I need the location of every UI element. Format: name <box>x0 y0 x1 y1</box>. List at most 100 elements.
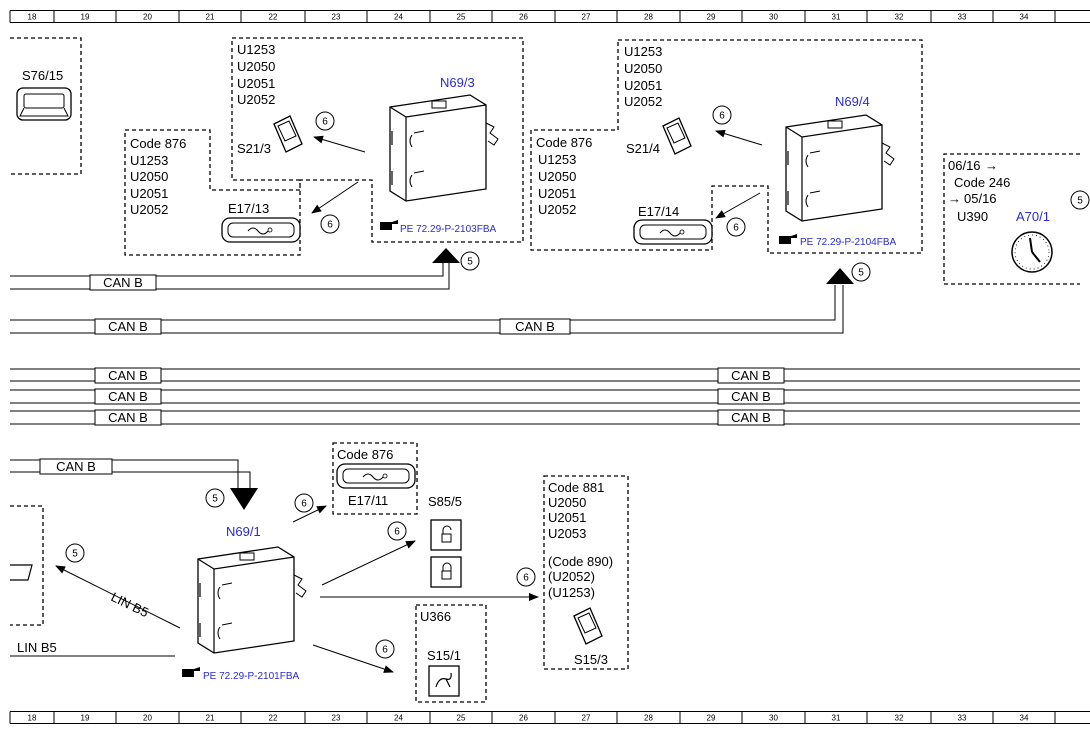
svg-text:E17/11: E17/11 <box>348 493 388 508</box>
svg-text:CAN B: CAN B <box>103 275 143 290</box>
svg-text:6: 6 <box>394 527 400 538</box>
ruler-number: 26 <box>519 714 528 723</box>
svg-text:U1253: U1253 <box>538 152 576 167</box>
box-middle-upper: U1253 U2050 U2051 U2052 S21/4 Code 876 U… <box>530 39 923 254</box>
pointing-hand-icon <box>182 667 200 677</box>
svg-text:S15/3: S15/3 <box>574 652 608 667</box>
callout-circle: 5 <box>851 262 871 282</box>
ruler-number: 26 <box>519 13 528 22</box>
can-label: CAN B <box>499 318 571 335</box>
svg-text:Code 881: Code 881 <box>548 480 604 495</box>
svg-text:U2051: U2051 <box>624 78 662 93</box>
box-left-upper: U1253 U2050 U2051 U2052 S21/3 Code 876 U… <box>124 37 524 256</box>
ruler-number: 28 <box>644 13 653 22</box>
svg-text:6: 6 <box>719 111 725 122</box>
svg-text:→: → <box>985 158 998 173</box>
svg-text:5: 5 <box>212 494 218 505</box>
svg-text:U2053: U2053 <box>548 526 586 541</box>
ruler-number: 22 <box>269 714 278 723</box>
ruler-number: 29 <box>707 13 716 22</box>
svg-text:U2051: U2051 <box>130 186 168 201</box>
ruler-number: 25 <box>457 13 466 22</box>
can-bus-lines <box>10 248 1080 510</box>
can-label: CAN B <box>94 367 162 384</box>
lamp-e17-11 <box>336 463 416 489</box>
svg-text:U2052: U2052 <box>130 202 168 217</box>
svg-text:U1253: U1253 <box>624 44 662 59</box>
switch-s76-15: S76/15 <box>10 37 82 175</box>
ruler-number: 18 <box>28 13 37 22</box>
svg-text:5: 5 <box>467 257 473 268</box>
svg-text:6: 6 <box>327 220 333 231</box>
ruler-number: 27 <box>582 13 591 22</box>
pointing-hand-icon <box>779 234 797 244</box>
svg-text:CAN B: CAN B <box>108 389 148 404</box>
svg-text:U2050: U2050 <box>624 61 662 76</box>
ruler-number: 20 <box>143 714 152 723</box>
svg-text:PE 72.29-P-2103FBA: PE 72.29-P-2103FBA <box>400 224 496 235</box>
ruler-number: 27 <box>582 714 591 723</box>
svg-text:U2050: U2050 <box>237 59 275 74</box>
ruler-number: 23 <box>332 13 341 22</box>
can-label: CAN B <box>717 409 785 426</box>
svg-text:6: 6 <box>301 499 307 510</box>
svg-text:E17/13: E17/13 <box>228 201 269 216</box>
svg-text:S85/5: S85/5 <box>428 494 462 509</box>
switch-s85-5: S85/5 <box>428 494 462 588</box>
callout-circle: 6 <box>320 214 340 234</box>
svg-text:6: 6 <box>523 573 529 584</box>
svg-text:U2051: U2051 <box>548 510 586 525</box>
can-label: CAN B <box>89 274 157 291</box>
svg-text:U2052: U2052 <box>237 92 275 107</box>
ruler-number: 19 <box>81 13 90 22</box>
svg-text:U2051: U2051 <box>237 76 275 91</box>
svg-text:U390: U390 <box>957 209 988 224</box>
svg-text:(U1253): (U1253) <box>548 585 595 600</box>
svg-text:(Code 890): (Code 890) <box>548 554 613 569</box>
callout-circle: 5 <box>65 543 85 563</box>
key-switch-s21-3 <box>273 115 303 153</box>
svg-text:Code 246: Code 246 <box>954 175 1010 190</box>
svg-text:S15/1: S15/1 <box>427 648 461 663</box>
svg-text:U2052: U2052 <box>624 94 662 109</box>
svg-text:CAN B: CAN B <box>108 368 148 383</box>
label-n69-1: N69/1 <box>226 524 261 539</box>
svg-text:CAN B: CAN B <box>515 319 555 334</box>
ruler-number: 22 <box>269 13 278 22</box>
svg-text:N69/4: N69/4 <box>835 94 870 109</box>
can-label: CAN B <box>717 367 785 384</box>
svg-text:CAN B: CAN B <box>731 368 771 383</box>
ruler-number: 31 <box>832 13 841 22</box>
control-unit-n69-3 <box>389 94 499 202</box>
lamp-e17-14 <box>633 219 713 245</box>
callout-circle: 5 <box>205 488 225 508</box>
ruler-number: 30 <box>769 714 778 723</box>
callout-circle: 6 <box>387 521 407 541</box>
box-clock-a70-1: 06/16 → Code 246 → 05/16 U390 A70/1 <box>943 153 1080 285</box>
pointing-hand-icon <box>380 220 398 230</box>
callout-circle: 5 <box>460 251 480 271</box>
ruler-number: 25 <box>457 714 466 723</box>
ruler-number: 33 <box>958 714 967 723</box>
svg-text:(U2052): (U2052) <box>548 569 595 584</box>
svg-text:CAN B: CAN B <box>108 410 148 425</box>
svg-text:E17/14: E17/14 <box>638 204 679 219</box>
box-s15-3: Code 881 U2050 U2051 U2053 (Code 890) (U… <box>543 475 629 670</box>
ruler-number: 21 <box>206 714 215 723</box>
svg-text:U1253: U1253 <box>130 153 168 168</box>
control-unit-n69-1 <box>197 546 307 654</box>
ruler-number: 34 <box>1020 714 1029 723</box>
callout-circle: 6 <box>712 105 732 125</box>
ruler-number: 28 <box>644 714 653 723</box>
ruler-number: 24 <box>394 13 403 22</box>
svg-text:5: 5 <box>858 268 864 279</box>
svg-text:U2050: U2050 <box>130 169 168 184</box>
ruler-number: 20 <box>143 13 152 22</box>
callout-circle: 6 <box>516 567 536 587</box>
svg-text:N69/3: N69/3 <box>440 75 475 90</box>
svg-text:CAN B: CAN B <box>56 459 96 474</box>
ruler-number: 32 <box>895 714 904 723</box>
svg-text:U1253: U1253 <box>237 42 275 57</box>
svg-text:Code 876: Code 876 <box>536 135 592 150</box>
